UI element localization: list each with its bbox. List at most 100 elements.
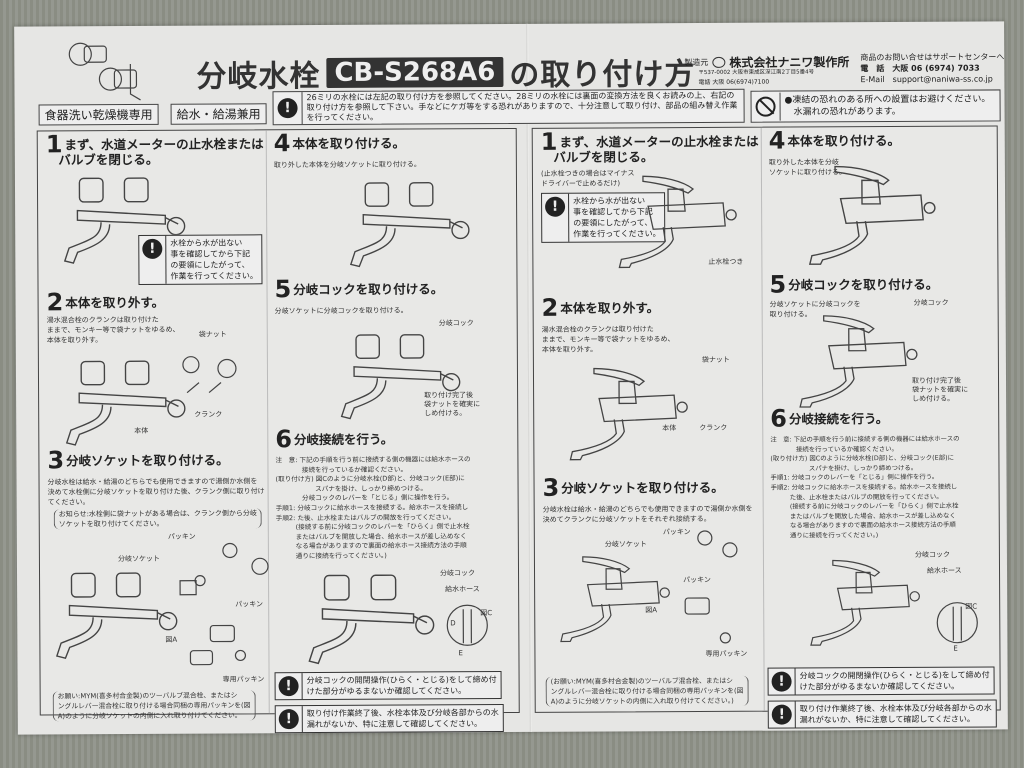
warning-text: 分岐コックの開閉操作(ひらく・とじる)をして締め付 けた部分がゆるまないか確認し… — [794, 667, 994, 695]
label-body: 本体 — [662, 424, 677, 433]
label-nut: 袋ナット — [701, 355, 730, 365]
exclamation-icon: ! — [278, 676, 299, 697]
maker-label: 製造元 — [684, 57, 709, 67]
attach-body-illustration — [803, 157, 954, 273]
label-packing-2: パッキン — [235, 600, 263, 609]
step-5-text: 分岐ソケットに分岐コックを取り付ける。 — [274, 306, 408, 316]
warning-1: !分岐コックの開閉操作(ひらく・とじる)をして締め付 けた部分がゆるまないか確認… — [767, 666, 995, 696]
label-packing: パッキン — [662, 528, 691, 537]
label-branch-socket: 分岐ソケット — [604, 540, 647, 549]
title-text: 分岐水栓 — [196, 58, 321, 95]
step-6-text: 注 意: 下記の手順を行う前に接続する側の機器には給水ホースの 接続を行っている… — [770, 434, 960, 540]
instruction-sheet: 分岐水栓 CB-S268A6 の取り付け方 製造元株式会社ナニワ製作所 〒537… — [14, 21, 1008, 735]
column-divider — [760, 127, 765, 711]
label-crank: クランク — [194, 410, 223, 419]
product-illustration — [68, 42, 141, 101]
maker-logo-icon — [712, 56, 726, 68]
prohibited-icon — [755, 96, 776, 117]
step-1-warning: !水栓から水が出ない 事を確認してから下記 の要領にしたがって、 作業を行ってく… — [138, 234, 263, 285]
label-branch-cock: 分岐コック — [913, 298, 949, 307]
step-3-text: 分岐水栓は給水・給湯のどちらでも使用できますので湯側か水側を 決めて水栓側に分岐… — [47, 477, 265, 507]
title-suffix: の取り付け方 — [509, 57, 696, 94]
label-special-packing: 専用パッキン — [222, 675, 265, 684]
label-body: 本体 — [134, 426, 149, 435]
label-figure-c: 図C — [965, 602, 978, 611]
label-supply-hose: 給水ホース — [926, 566, 962, 575]
warning-text: 取り付け作業終了後、水栓本体及び分岐各部からの水 漏れがないか、特に注意して確認… — [301, 705, 503, 733]
step-3-text: 分岐水栓は給水・給湯のどちらでも使用できますので湯側か水側を 決めてクランクに分… — [542, 504, 753, 524]
connect-hose-illustration — [300, 569, 461, 670]
remove-body-illustration — [564, 353, 705, 474]
tag-hot-cold: 給水・給湯兼用 — [170, 103, 267, 125]
notice-box: !26ミリの水栓には左記の取り付け方を参照してください。28ミリの水栓には裏面の… — [272, 88, 745, 126]
label-branch-cock: 分岐コック — [438, 319, 474, 328]
label-tighten-nut: 取り付け完了後 袋ナットを確実に しめ付ける。 — [911, 376, 969, 403]
label-figure-a: 図A — [645, 606, 658, 615]
maker-phone: 電話 大阪 06(6974)7100 — [698, 78, 770, 87]
connect-hose-illustration — [805, 547, 936, 658]
label-crank: クランク — [699, 423, 728, 433]
exclamation-icon: ! — [545, 196, 566, 217]
label-figure-a: 図A — [165, 635, 178, 644]
attach-body-illustration — [338, 177, 498, 273]
figure-c-detail — [936, 602, 978, 644]
label-figure-c: 図C — [480, 609, 493, 618]
exclamation-icon: ! — [142, 238, 163, 259]
label-e: E — [953, 644, 958, 653]
model-number: CB-S268A6 — [326, 57, 504, 88]
label-tighten-nut: 取り付け完了後 袋ナットを確実に しめ付ける。 — [424, 391, 481, 418]
warning-text: 取り付け作業終了後、水栓本体及び分岐各部からの水 漏れがないか、特に注意して確認… — [794, 700, 996, 728]
step-2-text: 湯水混合栓のクランクは取り付けた ままで、モンキー等で袋ナットをゆるめ、 本体を… — [46, 315, 180, 345]
exclamation-icon: ! — [278, 709, 299, 730]
label-packing-2: パッキン — [683, 575, 711, 585]
label-branch-cock: 分岐コック — [440, 569, 476, 578]
right-note: (お願い:MYM(喜多村合金製)のツーバルブ混合栓、またはシ ングルレバー混合栓… — [545, 675, 749, 707]
label-special-packing: 専用パッキン — [705, 649, 748, 658]
label-branch-cock: 分岐コック — [914, 550, 950, 559]
step-3-info: お知らせ:水栓側に袋ナットがある場合は、クランク側から分岐 ソケットを取り付けて… — [53, 508, 263, 530]
nut-parts-illustration — [182, 356, 237, 394]
label-d: D — [450, 619, 456, 628]
left-note: お願い:MYM(喜多村合金製)のツーバルブ混合栓、またはシ ングルレバー混合栓に… — [52, 690, 256, 722]
label-nut: 袋ナット — [198, 330, 227, 339]
warning-1: !分岐コックの開閉操作(ひらく・とじる)をして締め付 けた部分がゆるまないか確認… — [274, 671, 502, 701]
warning-text: 分岐コックの開閉操作(ひらく・とじる)をして締め付 けた部分がゆるまないか確認し… — [301, 672, 501, 700]
exclamation-icon: ! — [771, 704, 792, 725]
label-e: E — [458, 649, 463, 658]
label-branch-socket: 分岐ソケット — [117, 554, 160, 564]
support-phone: 電 話 大阪 06 (6974) 7033 — [860, 63, 980, 74]
freeze-warning-box: ●凍結の恐れのある所への設置はお避けください。 水漏れの恐れがあります。 — [750, 89, 1001, 123]
label-packing: パッキン — [167, 532, 196, 541]
step-6-text: 注 意: 下記の手順を行う前に接続する側の機器には給水ホースの 接続を行っている… — [275, 455, 471, 561]
warning-text: 水栓から水が出ない 事を確認してから下記 の要領にしたがって、 作業を行ってくだ… — [165, 235, 262, 284]
freeze-warning-text: ●凍結の恐れのある所への設置はお避けください。 水漏れの恐れがあります。 — [779, 91, 995, 121]
step-4-text: 取り外した本体を分岐ソケットに取り付ける。 — [273, 160, 421, 170]
maker-info: 製造元株式会社ナニワ製作所 〒537-0002 大阪市東成区深江南2丁目5番4号… — [684, 54, 850, 88]
warning-2: !取り付け作業終了後、水栓本体及び分岐各部からの水 漏れがないか、特に注意して確… — [274, 704, 504, 734]
label-stop-valve: 止水栓つき — [708, 257, 744, 266]
notice-text: 26ミリの水栓には左記の取り付け方を参照してください。28ミリの水栓には裏面の変… — [301, 89, 744, 125]
tag-dishwasher-only: 食器洗い乾燥機専用 — [38, 103, 159, 126]
socket-parts-illustration — [684, 530, 738, 644]
support-info: 商品のお問い合せはサポートセンターへ 電 話 大阪 06 (6974) 7033… — [860, 51, 1004, 85]
label-supply-hose: 給水ホース — [445, 585, 480, 594]
support-email: E-Mail support@naniwa-ss.co.jp — [860, 74, 993, 85]
figure-c-detail — [446, 604, 488, 646]
step-2-text: 湯水混合栓のクランクは取り付けた ままで、モンキー等で袋ナットをゆるめ、 本体を… — [541, 325, 675, 354]
maker-name: 株式会社ナニワ製作所 — [729, 54, 850, 70]
exclamation-icon: ! — [771, 671, 792, 692]
